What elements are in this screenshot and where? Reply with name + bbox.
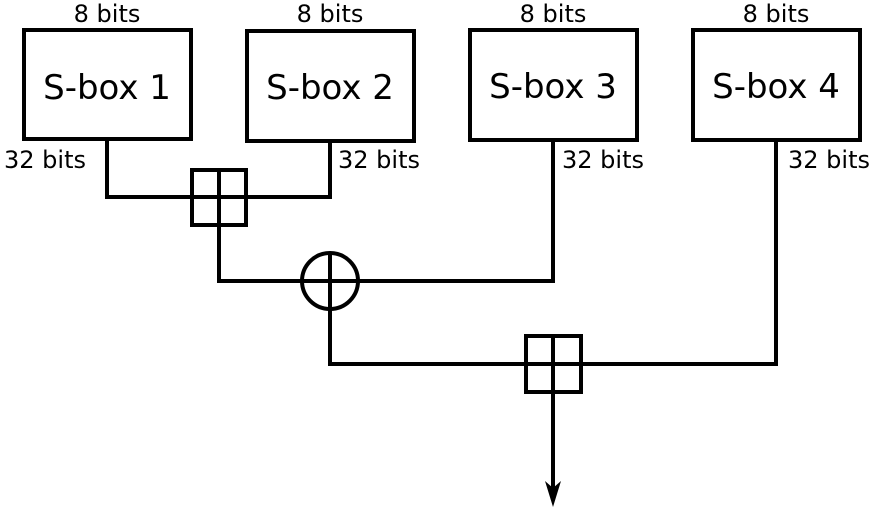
sbox-3-output-label: 32 bits [562, 146, 644, 174]
wire-add1-to-xor [217, 225, 302, 283]
sbox-2-box [245, 29, 416, 143]
wire-sbox2-to-add1 [246, 141, 332, 199]
modular-add-icon-2 [524, 334, 583, 394]
sbox-3-label: S-box 3 [489, 67, 617, 107]
sbox-2-input-label: 8 bits [297, 0, 364, 28]
sbox-4-output-label: 32 bits [788, 146, 870, 174]
wire-sbox3-to-xor [358, 140, 555, 283]
output-arrow-icon [545, 481, 561, 507]
modular-add-icon-1 [190, 168, 248, 227]
sbox-4-label: S-box 4 [712, 67, 840, 107]
sbox-2-label: S-box 2 [266, 68, 394, 108]
sbox-1-box [22, 28, 193, 141]
sbox-2-output-label: 32 bits [338, 146, 420, 174]
sbox-1-input-label: 8 bits [74, 0, 141, 28]
sbox-4-input-label: 8 bits [743, 0, 810, 28]
wire-sbox1-to-add1 [105, 139, 192, 199]
sbox-3-input-label: 8 bits [520, 0, 587, 28]
sbox-1-output-label: 32 bits [4, 146, 86, 174]
wire-xor-to-add2 [328, 309, 526, 366]
xor-icon [300, 251, 360, 311]
sbox-4-box [691, 28, 862, 142]
wire-sbox4-to-add2 [580, 140, 778, 366]
sbox-1-label: S-box 1 [43, 68, 171, 108]
